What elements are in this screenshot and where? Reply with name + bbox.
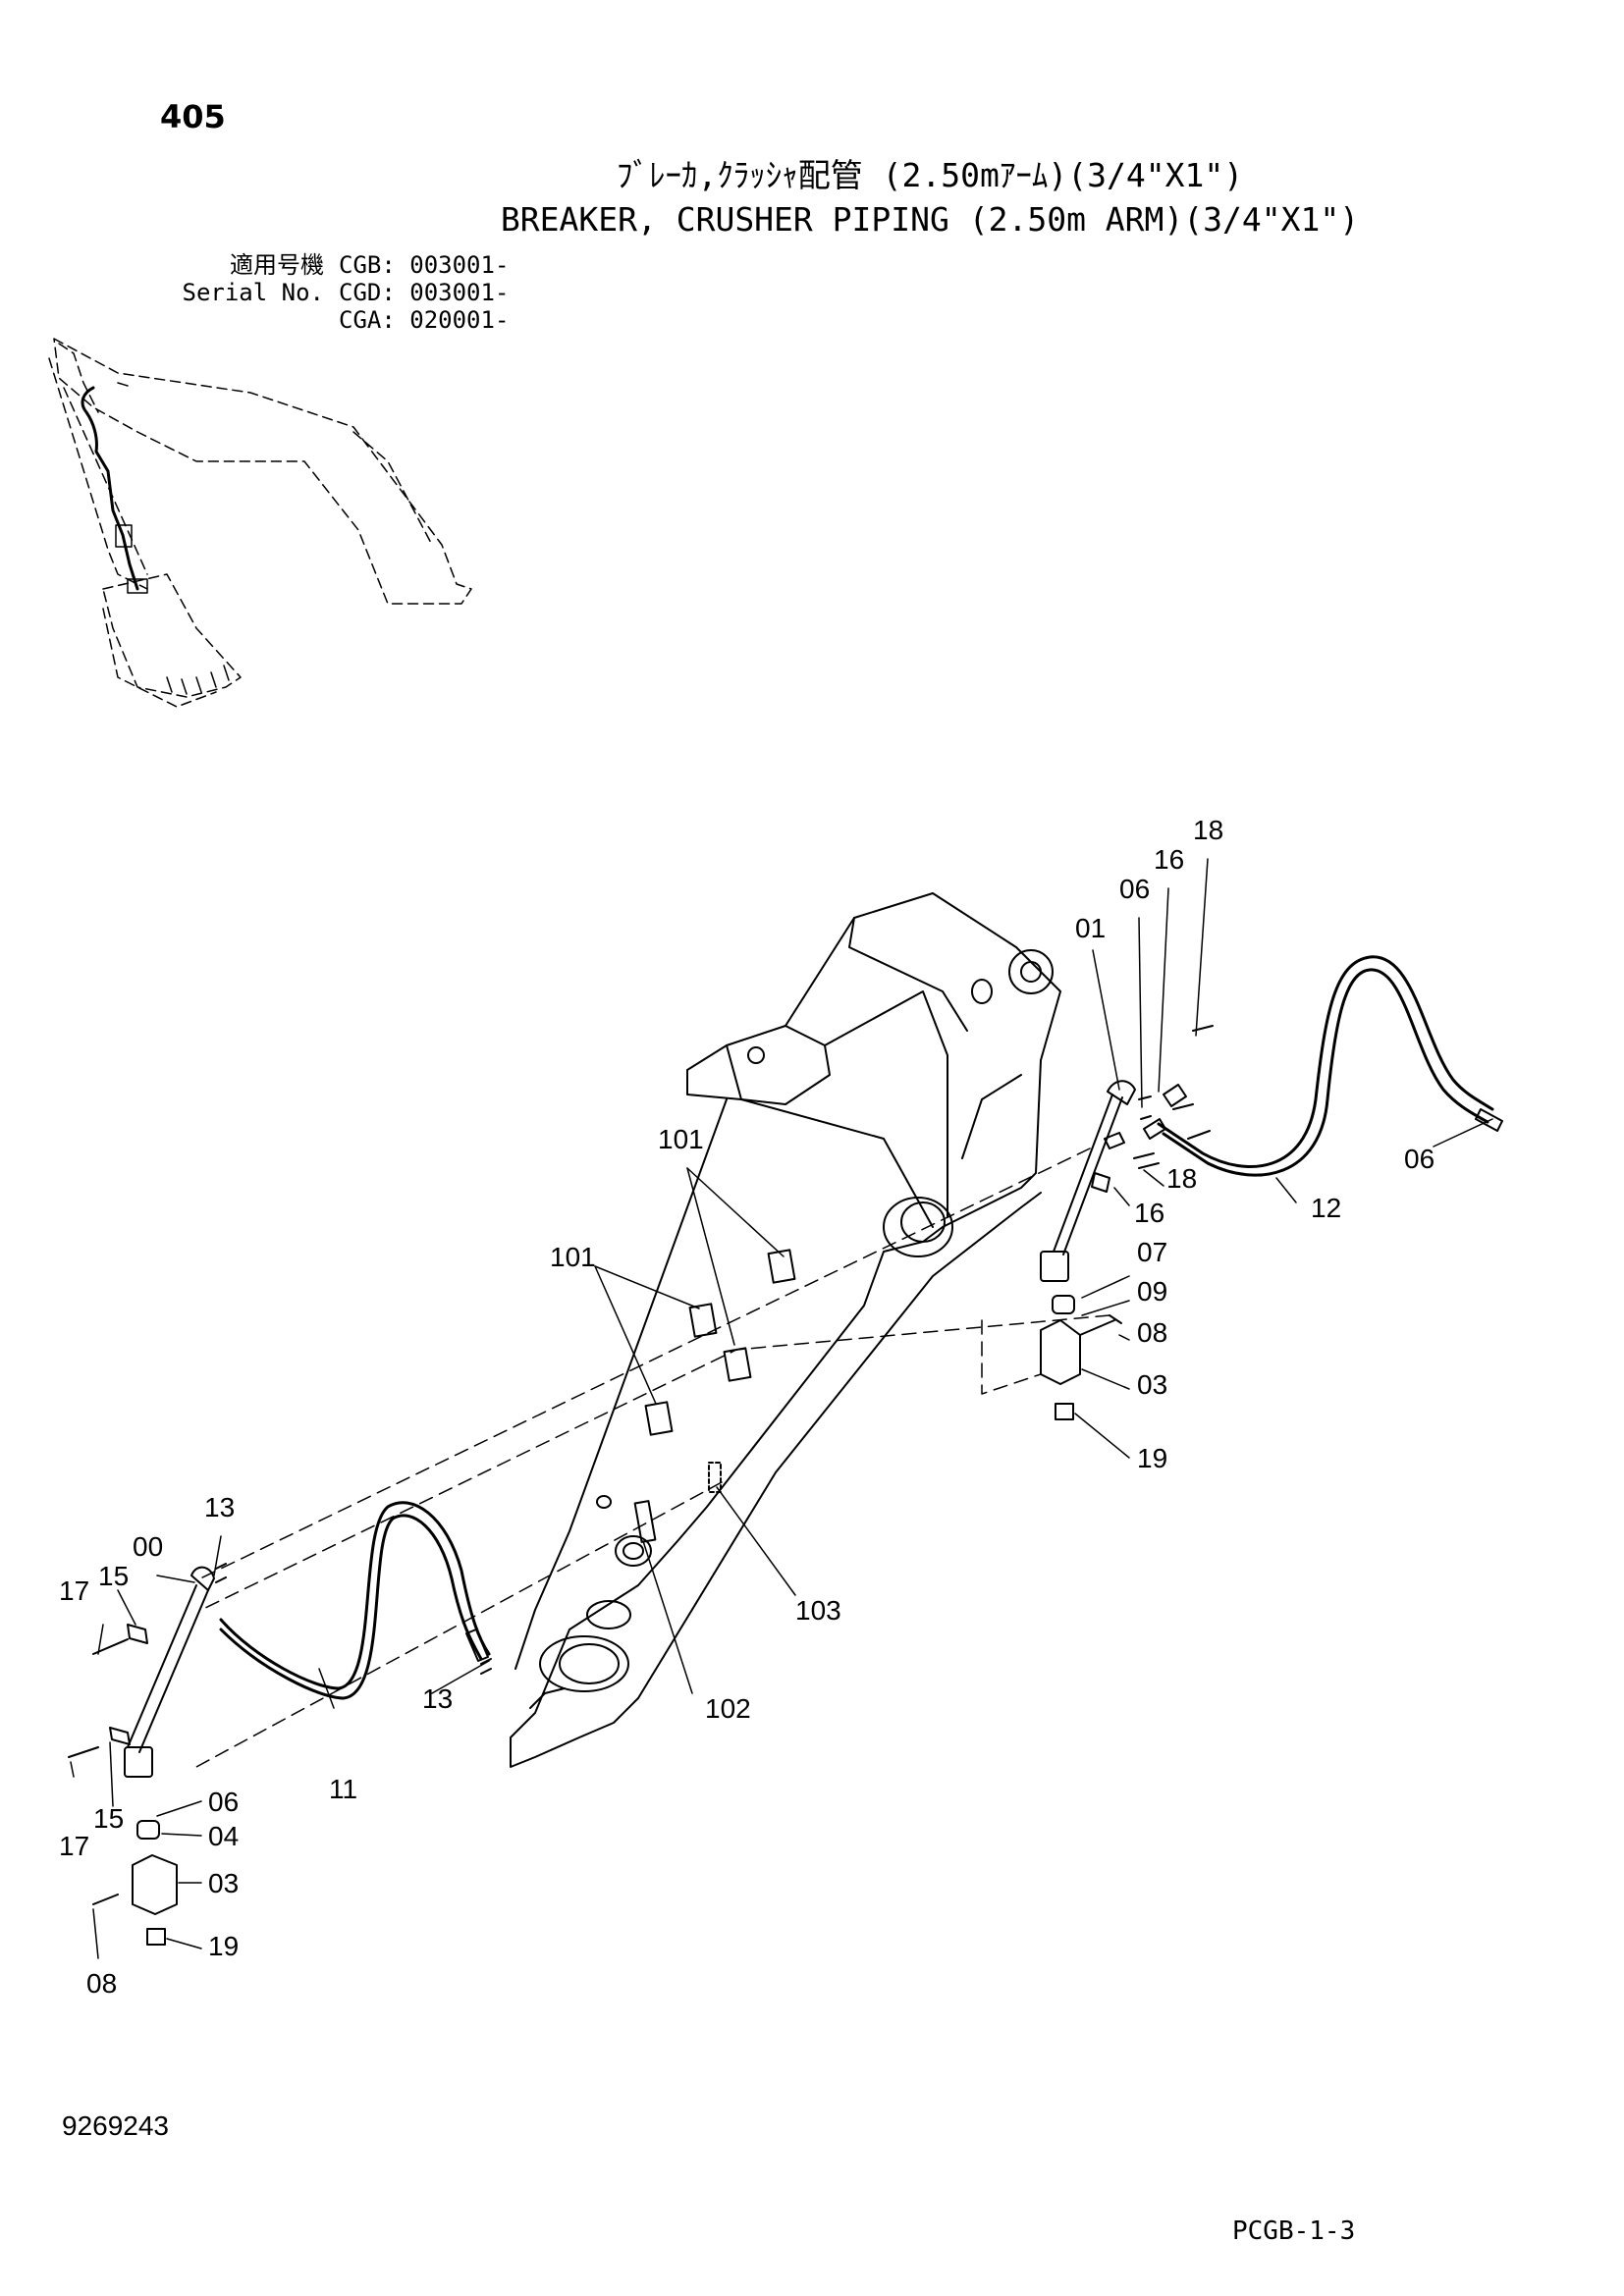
arm-structure xyxy=(510,892,1061,1768)
serial-values: CGB: 003001- CGD: 003001- CGA: 020001- xyxy=(339,251,509,334)
callout-label: 15 xyxy=(93,1803,124,1834)
callout-label: 06 xyxy=(1404,1144,1435,1174)
callout-label: 103 xyxy=(795,1595,841,1626)
callout-label: 102 xyxy=(705,1693,751,1724)
callout-label: 13 xyxy=(422,1683,453,1714)
callout-label: 19 xyxy=(1137,1443,1167,1473)
serial-labels: 適用号機 Serial No. xyxy=(157,251,325,306)
callout-label: 16 xyxy=(1134,1198,1164,1228)
callout-label: 03 xyxy=(208,1868,239,1898)
title-english: BREAKER, CRUSHER PIPING (2.50m ARM)(3/4"… xyxy=(500,200,1360,239)
callout-label: 03 xyxy=(1137,1369,1167,1400)
callouts: 18 16 06 01 06 101 18 12 16 101 07 09 08… xyxy=(59,815,1435,1999)
callout-label: 16 xyxy=(1154,844,1184,875)
callout-label: 13 xyxy=(204,1492,235,1522)
callout-label: 08 xyxy=(86,1968,117,1999)
callout-label: 18 xyxy=(1193,815,1223,845)
callout-label: 06 xyxy=(1119,874,1150,904)
right-piping xyxy=(1040,955,1503,1420)
callout-label: 101 xyxy=(658,1124,704,1154)
clamps xyxy=(633,1249,796,1543)
callout-label: 04 xyxy=(208,1821,239,1851)
title-japanese: ﾌﾞﾚｰｶ,ｸﾗｯｼｬ配管 (2.50mｱｰﾑ)(3/4"X1") xyxy=(616,156,1244,194)
callout-label: 09 xyxy=(1137,1276,1167,1307)
document-number: 9269243 xyxy=(62,2110,170,2141)
callout-label: 101 xyxy=(550,1242,596,1272)
callout-label: 00 xyxy=(133,1531,163,1562)
callout-label: 01 xyxy=(1075,913,1106,943)
callout-label: 06 xyxy=(208,1787,239,1817)
callout-label: 19 xyxy=(208,1931,239,1961)
callout-label: 11 xyxy=(329,1774,357,1804)
left-piping xyxy=(68,1501,492,1946)
callout-label: 18 xyxy=(1166,1163,1197,1194)
page-number: 405 xyxy=(160,98,226,135)
callout-label: 17 xyxy=(59,1831,89,1861)
callout-label: 07 xyxy=(1137,1237,1167,1267)
excavator-thumbnail xyxy=(48,338,472,708)
serial-label-jp: 適用号機 xyxy=(230,251,324,279)
callout-label: 08 xyxy=(1137,1317,1167,1348)
serial-row: CGB: 003001- xyxy=(339,251,510,279)
leader-lines xyxy=(70,858,1493,1959)
sheet-code: PCGB-1-3 xyxy=(1232,2216,1356,2246)
callout-label: 12 xyxy=(1311,1193,1341,1223)
callout-label: 17 xyxy=(59,1575,89,1606)
serial-row: CGA: 020001- xyxy=(339,306,510,334)
serial-label-en: Serial No. xyxy=(182,279,325,306)
serial-row: CGD: 003001- xyxy=(339,279,510,306)
callout-label: 15 xyxy=(98,1561,129,1591)
